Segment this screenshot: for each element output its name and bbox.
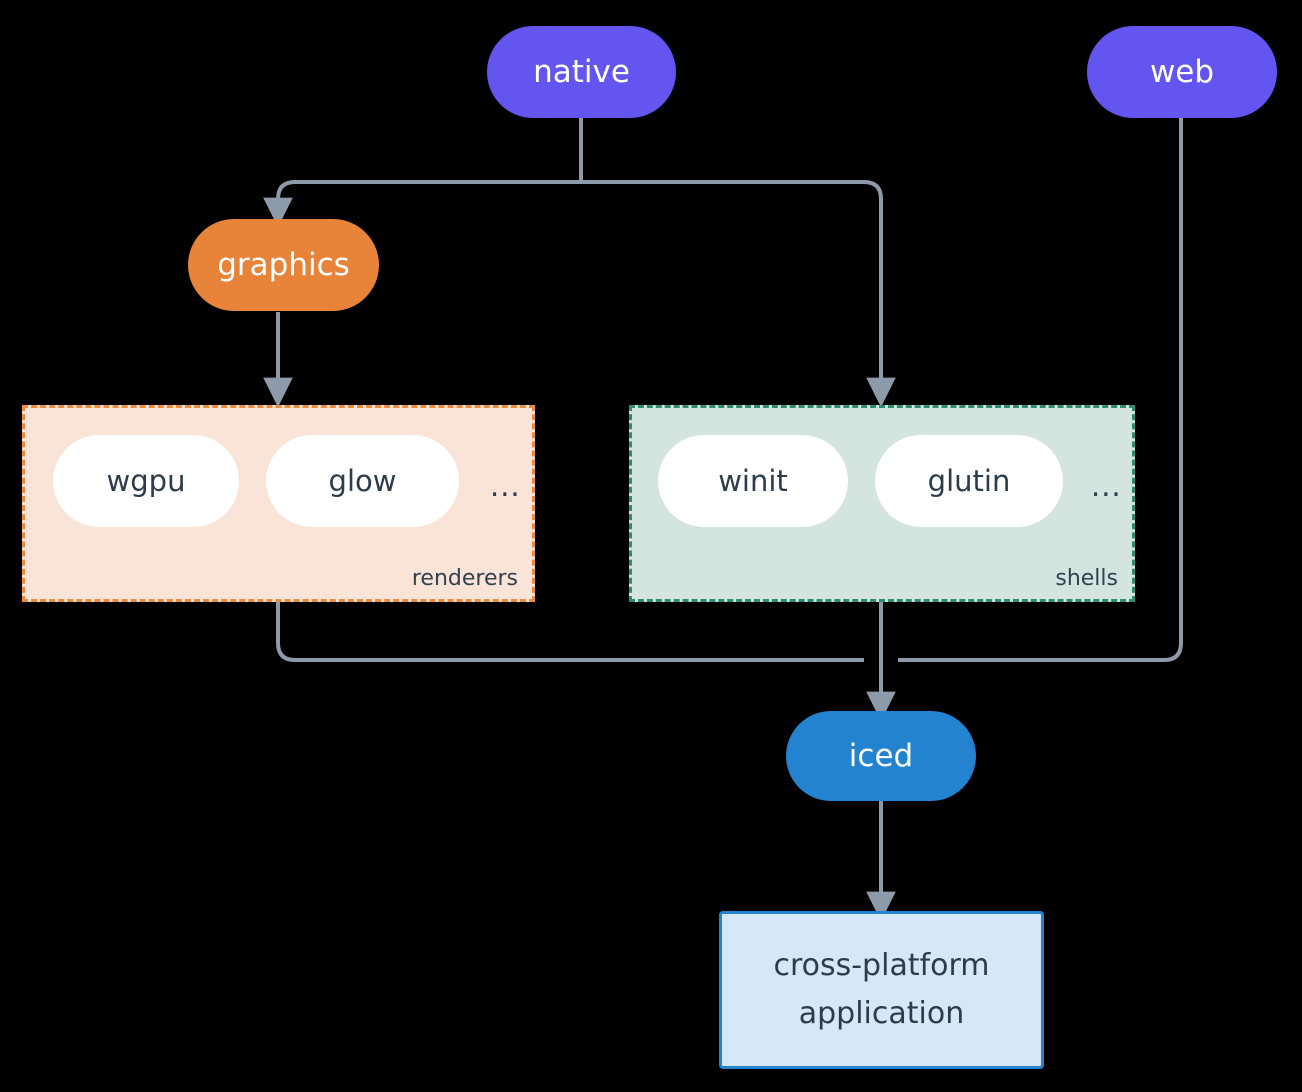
- group-renderers: wgpu glow ... renderers: [22, 405, 535, 602]
- renderers-ellipsis: ...: [490, 469, 521, 503]
- edge-renderers-iced: [276, 602, 864, 662]
- node-graphics-label: graphics: [217, 247, 350, 283]
- node-application[interactable]: cross-platform application: [719, 911, 1044, 1069]
- node-application-line2: application: [798, 996, 965, 1031]
- renderer-item-glow-label: glow: [328, 464, 397, 498]
- shell-item-glutin-label: glutin: [927, 464, 1011, 498]
- shell-item-glutin[interactable]: glutin: [875, 435, 1063, 527]
- group-renderers-label: renderers: [411, 566, 518, 591]
- group-shells-label: shells: [1055, 566, 1118, 591]
- renderer-item-wgpu[interactable]: wgpu: [53, 435, 239, 527]
- shell-item-winit-label: winit: [718, 464, 788, 498]
- group-shells: winit glutin ... shells: [629, 405, 1135, 602]
- node-iced-label: iced: [848, 738, 914, 774]
- shell-item-winit[interactable]: winit: [658, 435, 848, 527]
- node-graphics[interactable]: graphics: [188, 219, 379, 311]
- node-application-line1: cross-platform: [773, 948, 990, 983]
- shells-ellipsis: ...: [1091, 469, 1122, 503]
- node-native[interactable]: native: [487, 26, 676, 118]
- renderer-item-glow[interactable]: glow: [266, 435, 459, 527]
- node-web-label: web: [1149, 54, 1215, 90]
- renderer-item-wgpu-label: wgpu: [106, 464, 186, 498]
- node-web[interactable]: web: [1087, 26, 1277, 118]
- node-iced[interactable]: iced: [786, 711, 976, 801]
- node-native-label: native: [533, 54, 630, 90]
